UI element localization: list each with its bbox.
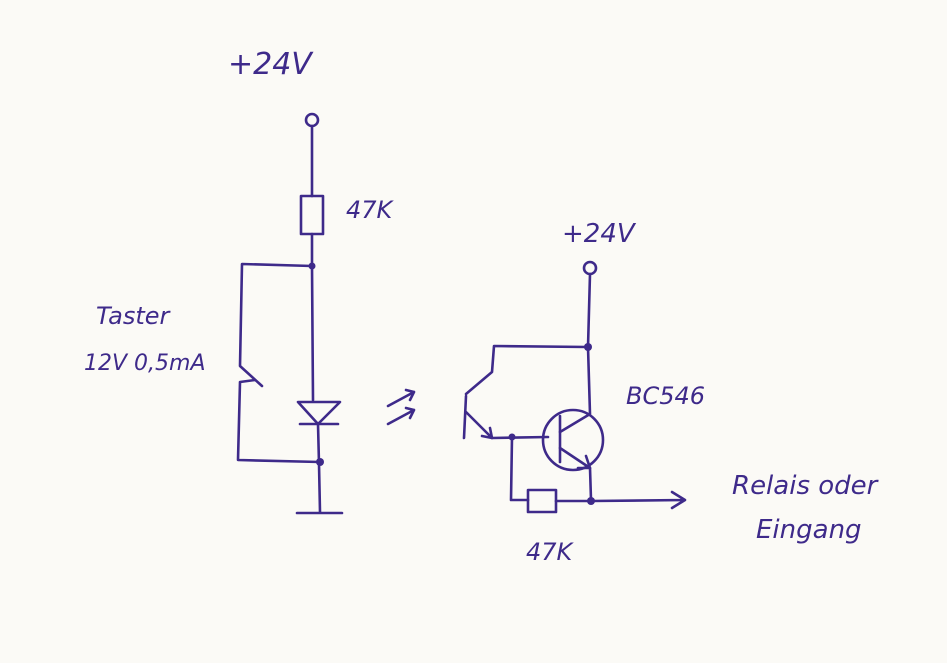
wire-switch-bottom bbox=[236, 378, 322, 464]
resistor-top bbox=[299, 194, 325, 236]
resistor-bottom-label: 47K bbox=[526, 538, 575, 566]
output-label-line1: Relais oder bbox=[732, 471, 880, 501]
resistor-bottom bbox=[526, 488, 558, 514]
led-triangle bbox=[296, 400, 342, 426]
light-arrow-2 bbox=[386, 406, 416, 426]
light-arrows bbox=[386, 388, 416, 426]
transistor-circle bbox=[541, 408, 605, 472]
switch-rating-label: 12V 0,5mA bbox=[84, 351, 206, 376]
transistor-emitter bbox=[558, 446, 592, 470]
wire-base-to-resistor bbox=[509, 435, 530, 502]
phototransistor-emitter bbox=[464, 410, 494, 440]
left-circuit: +24V 47K Taster 12V 0,5mA bbox=[84, 47, 395, 515]
supply-left-terminal bbox=[304, 112, 320, 128]
supply-right-terminal bbox=[582, 260, 598, 276]
wire-photo-to-base bbox=[490, 435, 550, 440]
wire-led-to-ground bbox=[316, 422, 322, 514]
phototransistor-base bbox=[462, 394, 468, 440]
wire-emitter-to-output bbox=[588, 466, 593, 502]
supply-right-label: +24V bbox=[562, 219, 637, 249]
wire-right-supply bbox=[586, 272, 592, 349]
switch-name-label: Taster bbox=[96, 302, 172, 330]
wire-node-to-led bbox=[310, 264, 315, 402]
transistor-collector bbox=[558, 345, 592, 434]
right-circuit: +24V BC546 47K Relais oder Eingang bbox=[462, 219, 880, 566]
resistor-top-label: 47K bbox=[346, 196, 395, 224]
supply-left-label: +24V bbox=[228, 47, 314, 82]
output-arrow bbox=[589, 490, 687, 510]
wire-photo-collector bbox=[464, 344, 590, 396]
light-arrow-1 bbox=[386, 388, 416, 408]
output-label-line2: Eingang bbox=[756, 515, 862, 545]
wire-switch-top bbox=[238, 262, 314, 388]
transistor-label: BC546 bbox=[626, 382, 705, 410]
